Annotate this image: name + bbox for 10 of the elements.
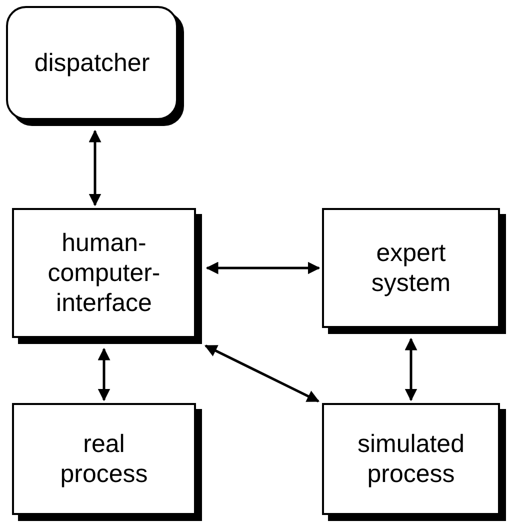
double-arrow — [88, 130, 102, 206]
node-label: human-computer-interface — [46, 228, 162, 318]
node-label: simulated process — [356, 429, 466, 489]
double-arrow — [98, 348, 110, 402]
double-arrow — [404, 338, 418, 402]
node-label: real process — [59, 429, 149, 489]
node-label: dispatcher — [34, 48, 150, 78]
double-arrow — [206, 262, 320, 274]
double-arrow — [204, 344, 320, 402]
node-label: expert system — [370, 238, 452, 298]
